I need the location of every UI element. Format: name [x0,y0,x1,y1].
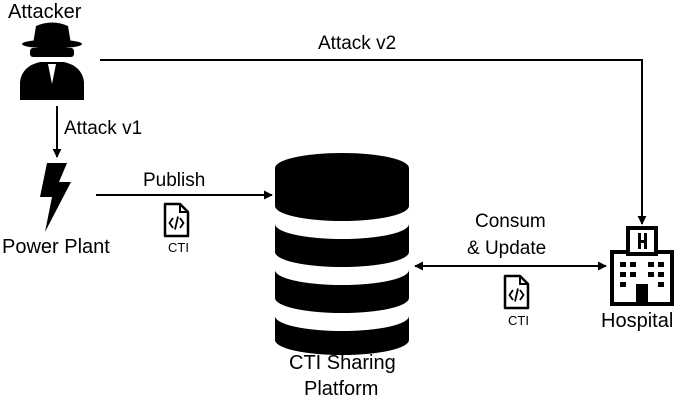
hospital-label: Hospital [601,310,674,332]
code-file-icon [503,274,530,310]
consume-label-line1: Consum [475,211,546,232]
consume-label-line2: & Update [467,238,547,259]
code-file-icon [163,202,190,238]
consume-cti-label: CTI [508,313,529,328]
publish-label: Publish [143,170,206,191]
cti-platform-label-line1: CTI Sharing [289,352,396,374]
power-plant-label: Power Plant [2,236,110,258]
lightning-icon [40,163,71,232]
cti-platform-label-line2: Platform [304,378,379,400]
spy-icon [20,22,84,100]
attack-v1-label: Attack v1 [64,118,143,139]
attack-v2-label: Attack v2 [318,33,397,54]
publish-cti-label: CTI [168,240,189,255]
hospital-building-icon [610,226,674,306]
attacker-label: Attacker [8,1,82,23]
database-icon [275,153,409,355]
attack-v2-arrow [100,59,647,225]
